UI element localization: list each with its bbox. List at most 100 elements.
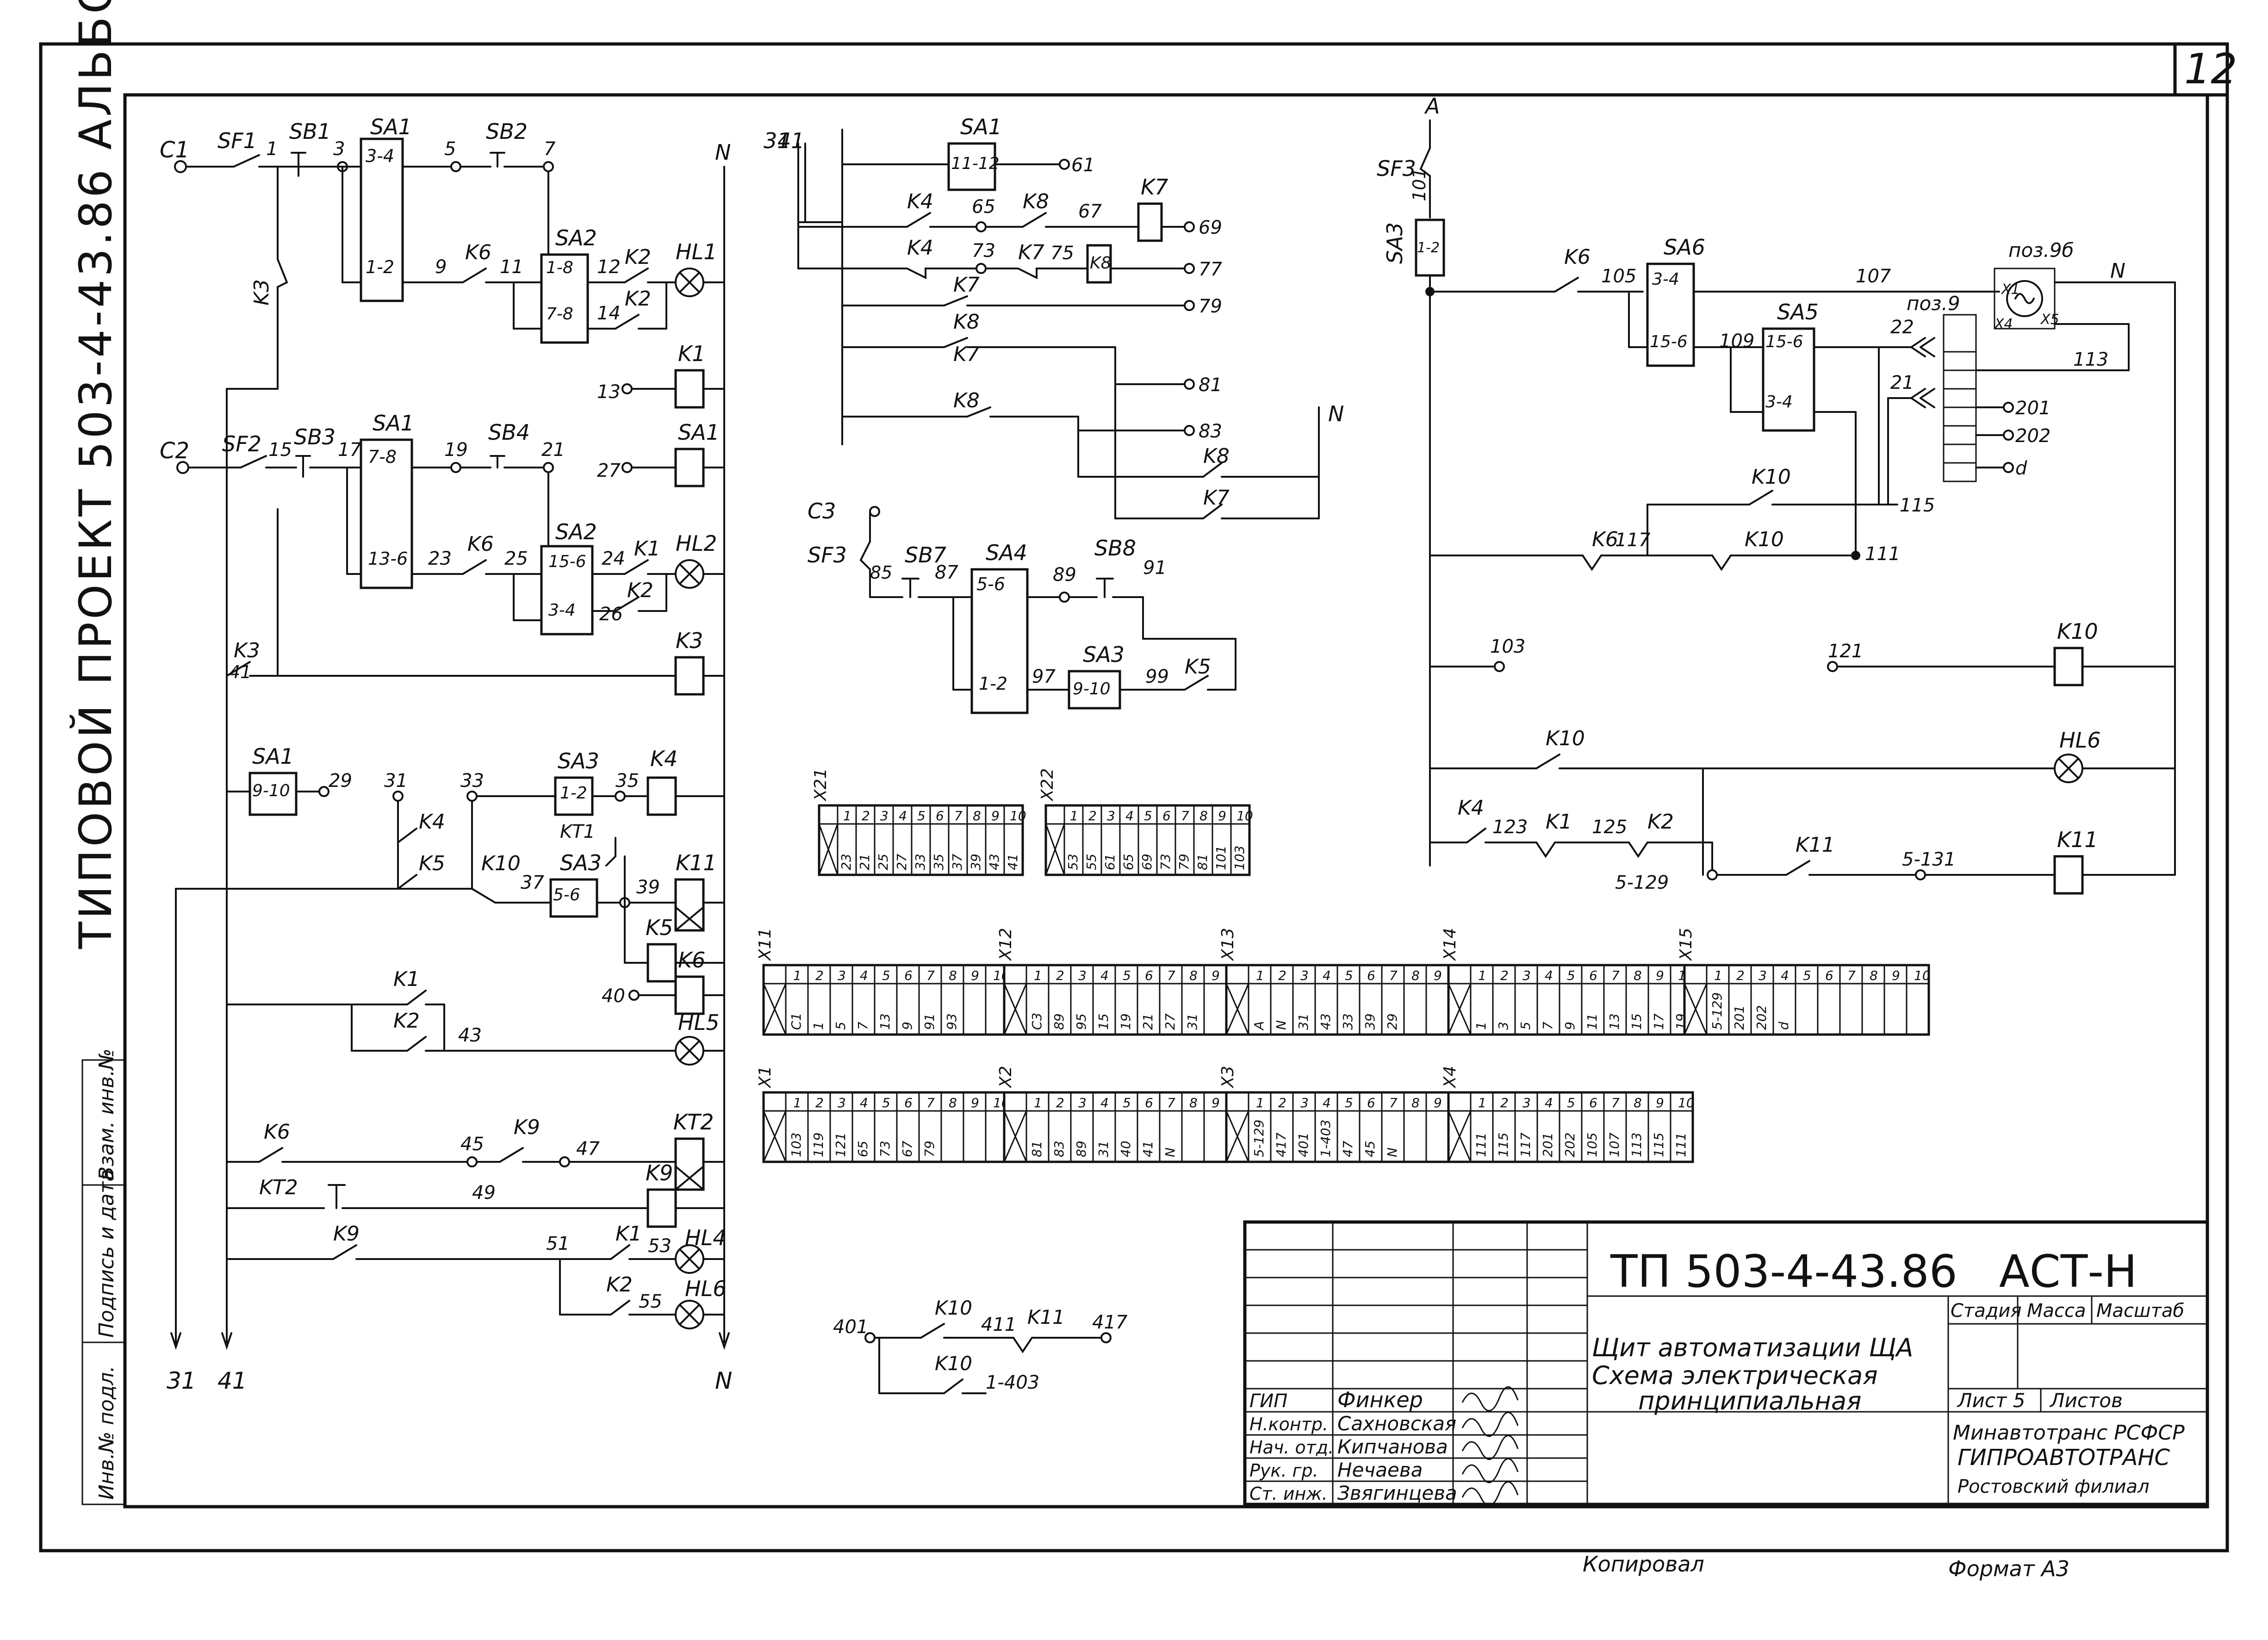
terminal-wire: N	[1385, 1147, 1400, 1157]
terminal-wire: 17	[1651, 1013, 1666, 1030]
terminal-number: 1	[1256, 968, 1264, 983]
stamp-sheets: Листов	[2049, 1389, 2123, 1412]
terminal-number: 3	[1300, 968, 1309, 983]
terminal-number: 3	[1300, 1095, 1309, 1110]
small-wire-411: 411	[981, 1314, 1016, 1335]
contact-1-2: 1-2	[366, 257, 394, 277]
terminal-number: 5	[1567, 1095, 1575, 1110]
device-k1-hl5: K1	[393, 967, 420, 991]
terminal-wire: 39	[968, 854, 983, 870]
coil-k6: K6	[678, 948, 705, 973]
terminal-block-name: X21	[811, 768, 830, 802]
terminal-wire: 23	[839, 854, 854, 870]
sf3-contact-1-2: 1-2	[979, 673, 1007, 694]
terminal-number: 7	[926, 1095, 935, 1110]
stamp-role-0: ГИП	[1249, 1391, 1287, 1412]
terminal-number: 8	[949, 1095, 957, 1110]
terminal-wire: 101	[1213, 846, 1229, 870]
wire-45: 45	[460, 1134, 484, 1155]
mid-rail-31: 31	[764, 128, 791, 153]
rail-n-label: N	[715, 1367, 732, 1394]
signatures	[1461, 1386, 1519, 1507]
terminal-block: X212345678910818389314041N	[996, 1066, 1250, 1163]
contact-15-6: 15-6	[548, 552, 586, 571]
right-device-k6-a: K6	[1564, 245, 1591, 269]
contact-3-4b: 3-4	[548, 601, 576, 620]
terminal-wire: 31	[1296, 1013, 1311, 1030]
wire-7: 7	[544, 138, 556, 160]
right-device-k11-contact: K11	[1796, 833, 1835, 857]
terminal-wire: C1	[789, 1013, 804, 1030]
rail-31-label: 31	[167, 1367, 196, 1394]
device-k9-hl4: K9	[333, 1222, 360, 1246]
terminal-number: 5	[1144, 808, 1152, 823]
mid-wire-73: 73	[972, 240, 995, 262]
device-k2-hl6: K2	[606, 1273, 633, 1297]
stamp-stage: Стадия	[1951, 1300, 2021, 1322]
terminal-wire: 83	[1051, 1141, 1067, 1157]
device-k2-hl5: K2	[393, 1009, 420, 1033]
wire-47: 47	[576, 1138, 600, 1160]
side-stamp-replace: Взам. инв.№	[95, 1048, 118, 1180]
terminal-wire: A	[1251, 1021, 1267, 1031]
wire-53: 53	[648, 1235, 671, 1257]
right-lamp-hl6: HL6	[2059, 728, 2100, 753]
right-contact-1-2: 1-2	[1417, 240, 1440, 256]
terminal-number: 1	[1478, 1095, 1486, 1110]
right-pin-21: 21	[1890, 372, 1914, 393]
terminal-wire: 41	[1005, 854, 1020, 870]
terminal-number: 6	[904, 968, 913, 983]
right-coil-k11: K11	[2057, 827, 2098, 852]
terminal-wire: 15	[1629, 1013, 1644, 1030]
side-stamp-inv: Инв.№ подл.	[95, 1366, 118, 1500]
terminal-wire: 65	[855, 1141, 870, 1157]
terminal-wire: C3	[1029, 1013, 1044, 1030]
device-k4-col: K4	[419, 810, 445, 834]
terminal-number: 7	[1181, 808, 1189, 823]
terminal-wire: 25	[876, 854, 891, 870]
mid-rail-n: N	[1328, 401, 1344, 426]
terminal-wire: 5-129	[1251, 1120, 1267, 1157]
right-rail-n: N	[2110, 259, 2125, 283]
terminal-number: 6	[1589, 968, 1597, 983]
right-wire-101: 101	[1409, 168, 1429, 201]
terminal-wire: 27	[1162, 1013, 1178, 1030]
terminal-number: 7	[1167, 968, 1175, 983]
terminal-block-name: X14	[1441, 928, 1460, 961]
right-device-k10-a: K10	[1752, 465, 1791, 489]
terminal-number: 7	[954, 808, 963, 823]
small-k11: K11	[1027, 1306, 1065, 1328]
terminal-number: 5	[1345, 968, 1353, 983]
terminal-number: 8	[1189, 1095, 1198, 1110]
right-wire-107: 107	[1856, 266, 1891, 287]
sf3-device-sa4: SA4	[986, 540, 1027, 565]
terminal-number: 6	[904, 1095, 913, 1110]
terminal-wire: 61	[1102, 854, 1118, 870]
terminal-number: 10	[1914, 968, 1931, 983]
terminal-wire: 65	[1121, 854, 1136, 870]
right-wire-109: 109	[1719, 330, 1754, 352]
mid-wire-81: 81	[1199, 374, 1222, 396]
terminal-number: 5	[882, 968, 890, 983]
stamp-role-1: Н.контр.	[1249, 1414, 1328, 1434]
terminal-wire: N	[1162, 1147, 1178, 1157]
stamp-org-3: Ростовский филиал	[1957, 1476, 2150, 1497]
right-device-k10-c: K10	[1546, 727, 1585, 750]
device-k1-row2: K1	[634, 537, 660, 561]
supply-c1: C1	[160, 137, 189, 163]
terminal-number: 3	[1758, 968, 1767, 983]
device-sb3: SB3	[294, 424, 336, 449]
terminal-number: 9	[1892, 968, 1900, 983]
sheet-number: 12	[2184, 45, 2237, 94]
mid-k8-a: K8	[1023, 190, 1049, 213]
lamp-hl2: HL2	[676, 531, 717, 556]
device-k3-col: K3	[250, 279, 273, 306]
terminal-wire: 103	[1232, 846, 1247, 870]
terminal-block-name: X15	[1677, 928, 1696, 961]
right-device-sa3: SA3	[1382, 222, 1407, 264]
terminal-wire: 31	[1185, 1013, 1200, 1030]
drawing-frame	[39, 42, 2229, 1553]
terminal-number: 4	[860, 968, 868, 983]
